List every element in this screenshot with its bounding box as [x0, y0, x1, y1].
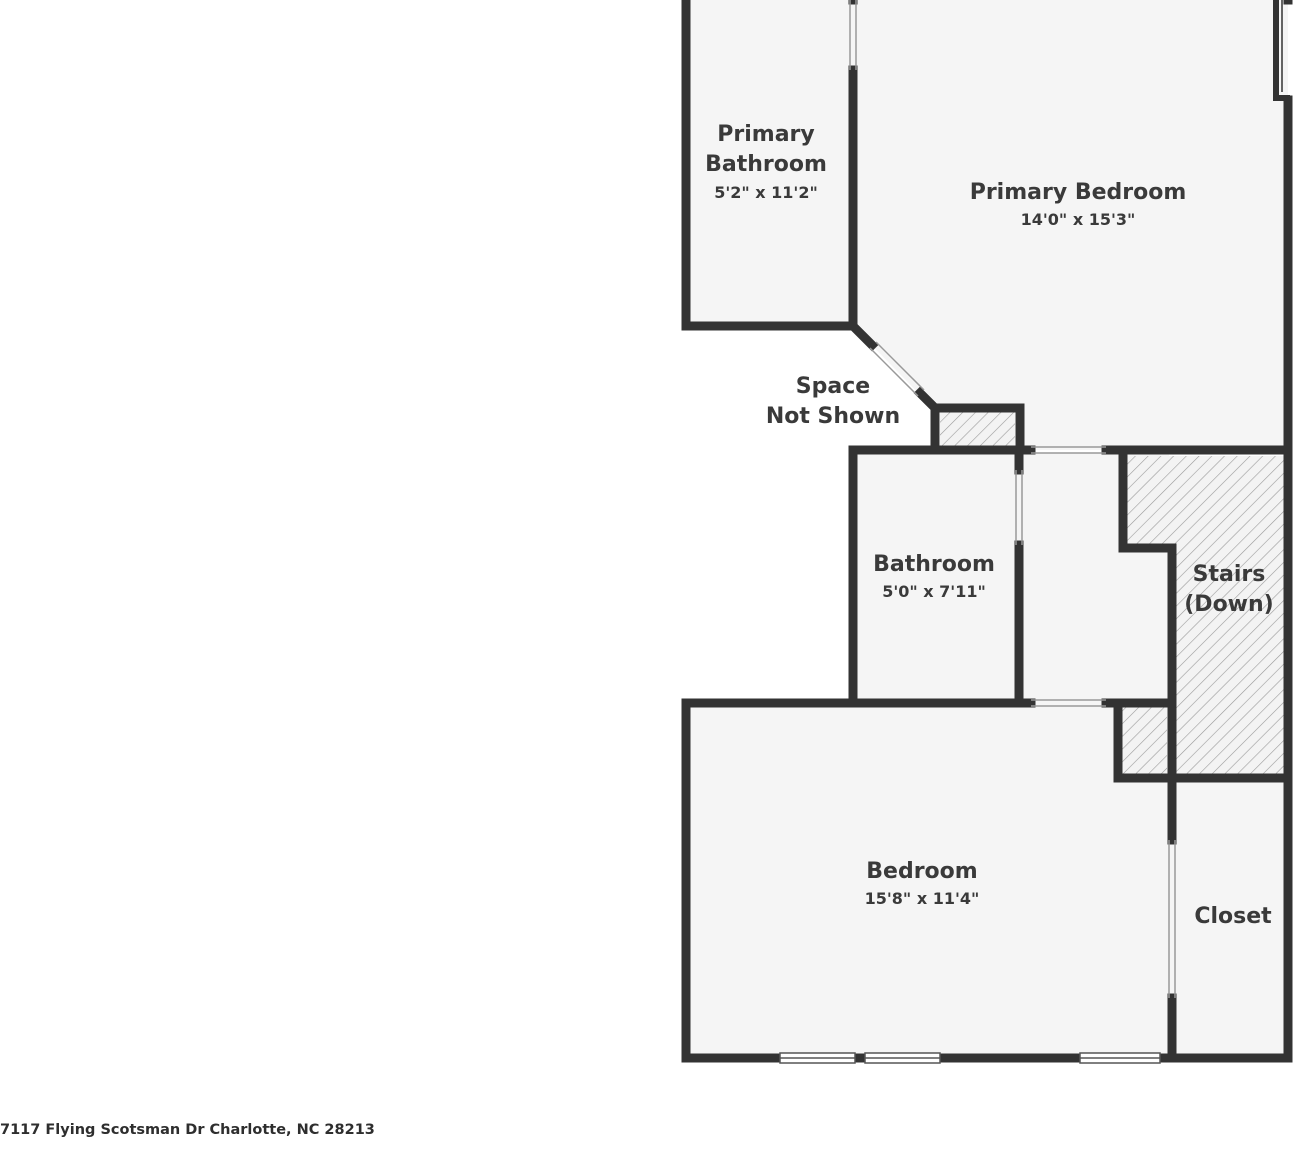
primary-bathroom-label-1: Primary: [717, 122, 814, 147]
walls: [681, 0, 1293, 1063]
chase-hatch-top: [940, 412, 1015, 446]
openings: [849, 0, 1176, 998]
stairs-hatch: [1123, 456, 1284, 774]
bedroom-dims: 15'8" x 11'4": [865, 889, 980, 908]
primary-bathroom-dims: 5'2" x 11'2": [714, 183, 818, 202]
primary-bedroom-floor: [853, 0, 1288, 450]
closet-floor: [1173, 780, 1288, 1059]
bathroom-label: Bathroom: [873, 552, 995, 577]
primary-bedroom-label: Primary Bedroom: [970, 180, 1187, 205]
stairs-label-1: Stairs: [1193, 562, 1266, 587]
bathroom-dims: 5'0" x 7'11": [882, 582, 986, 601]
primary-bathroom-label-2: Bathroom: [705, 152, 827, 177]
primary-bathroom-floor: [685, 0, 853, 326]
bedroom-label: Bedroom: [866, 859, 977, 884]
chase-hatch-bottom: [1122, 706, 1167, 776]
property-address: 7117 Flying Scotsman Dr Charlotte, NC 28…: [0, 1122, 375, 1138]
space-not-shown-label-2: Not Shown: [766, 404, 900, 429]
floor-fills: [685, 0, 1288, 1059]
closet-label: Closet: [1194, 904, 1272, 929]
space-not-shown-label-1: Space: [796, 374, 870, 399]
wall-top-right: [1273, 0, 1290, 101]
primary-bedroom-dims: 14'0" x 15'3": [1021, 210, 1136, 229]
bathroom-floor: [853, 453, 1019, 701]
bedroom-floor: [685, 701, 1173, 1059]
bedroom-windows: [779, 1052, 1161, 1064]
stairs-label-2: (Down): [1184, 592, 1273, 617]
